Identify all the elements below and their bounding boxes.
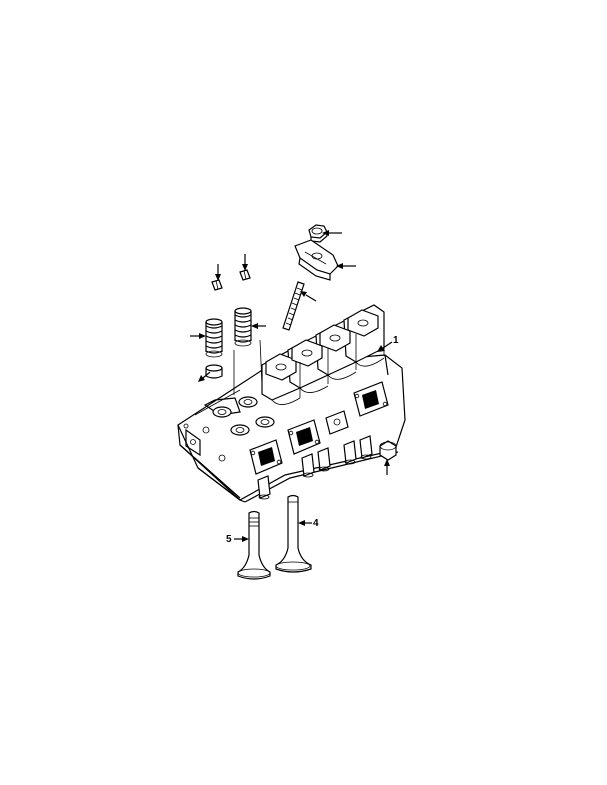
callout-label-1: 1 (393, 335, 399, 346)
rocker-arm (294, 239, 339, 281)
valve-spring-right (234, 307, 252, 347)
cylinder-head (177, 304, 406, 503)
arrow-icon (251, 323, 266, 329)
arrow-icon (215, 264, 221, 281)
arrow-icon (384, 459, 390, 475)
exhaust-valve (237, 510, 271, 580)
arrow-icon (300, 291, 317, 302)
arrow-icon (336, 263, 356, 269)
callout-4: 4 (298, 518, 319, 529)
intake-valve (275, 494, 312, 573)
valve-keeper-left (211, 279, 223, 291)
arrow-icon (322, 230, 342, 236)
arrow-icon (242, 254, 248, 271)
callout-label-5: 5 (226, 534, 232, 545)
exhaust-port-flange-1 (249, 439, 283, 475)
exhaust-port-flange-2 (287, 419, 321, 455)
port-flange-small (325, 410, 349, 435)
rocker-stud (282, 281, 305, 331)
arrow-icon (190, 333, 206, 339)
core-plug (379, 440, 397, 461)
callout-1: 1 (377, 335, 399, 352)
valve-keeper-right (239, 269, 251, 281)
arrow-icon (198, 371, 211, 382)
valve-stem-seal (205, 364, 223, 379)
callout-5: 5 (226, 534, 249, 545)
exhaust-port-flange-3 (353, 381, 389, 417)
callout-label-4: 4 (313, 518, 319, 529)
valve-spring-left (205, 318, 223, 358)
